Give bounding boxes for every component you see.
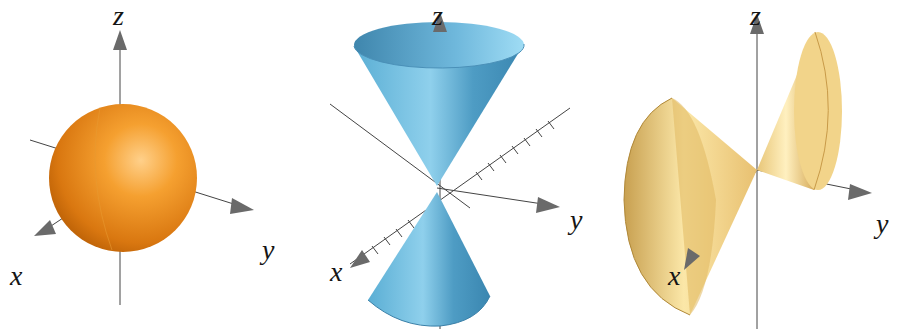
double-cone-x: [624, 32, 842, 315]
axis-label: x: [668, 262, 680, 290]
axis-label: z: [750, 2, 761, 30]
axis-label: y: [876, 210, 888, 238]
axis-arrows: [34, 30, 254, 236]
axis-label: y: [262, 236, 274, 264]
sphere: [49, 104, 197, 252]
axis-label: y: [570, 206, 582, 234]
axis-label: x: [330, 258, 342, 286]
axis-label: z: [113, 2, 124, 30]
axis-label: x: [10, 262, 22, 290]
axis-arrows: [350, 12, 560, 268]
axis-label: z: [432, 2, 443, 30]
sphere-panel: [30, 38, 240, 305]
cone-z-axes: [330, 30, 570, 329]
double-cone-z: [354, 22, 524, 326]
axis-arrows: [684, 14, 872, 270]
sphere-seam: [95, 108, 112, 250]
